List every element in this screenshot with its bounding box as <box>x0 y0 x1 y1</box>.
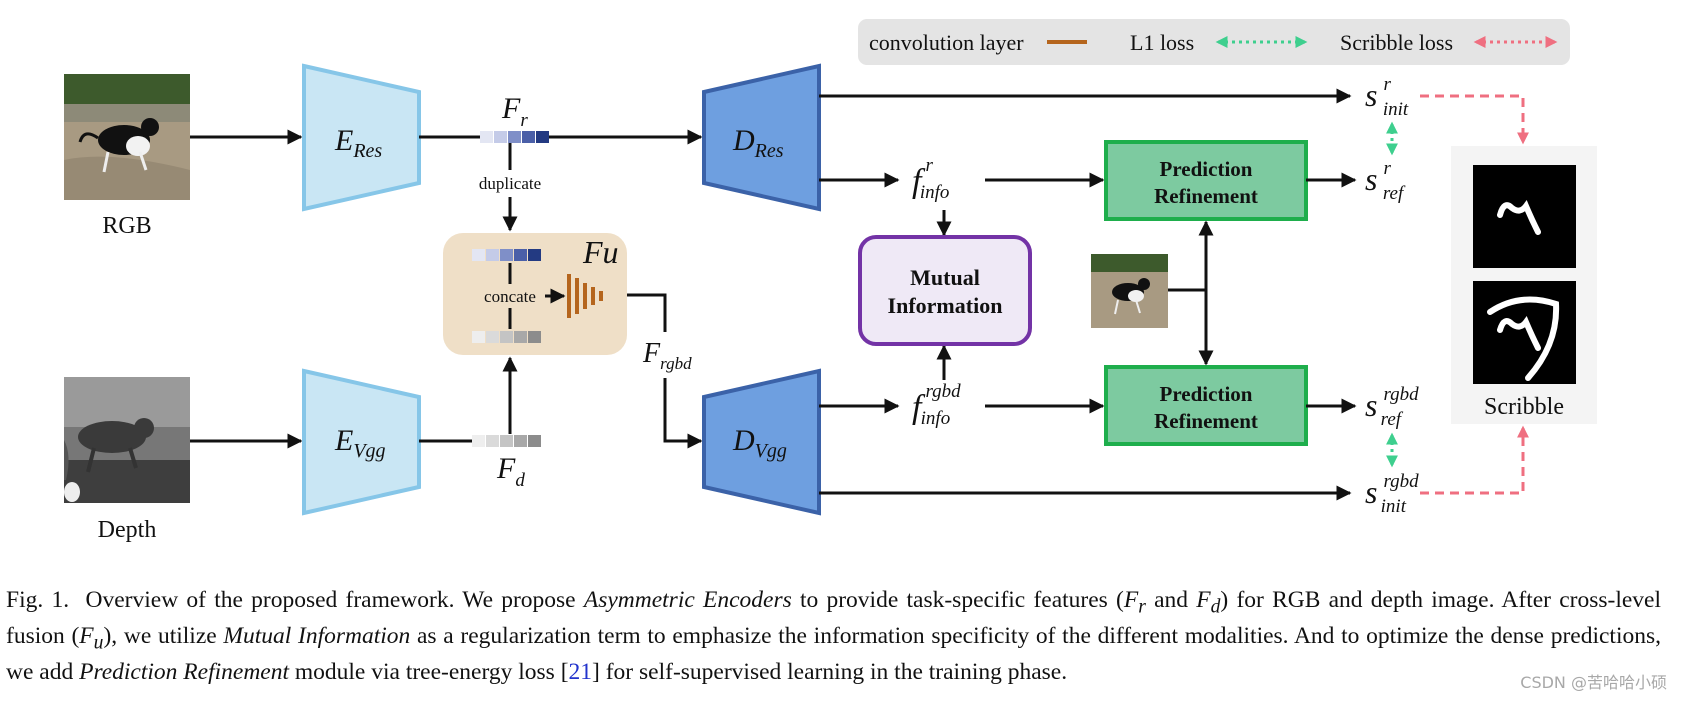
figure-caption: Fig. 1. Overview of the proposed framewo… <box>6 587 1662 686</box>
legend-conv-label: convolution layer <box>869 30 1024 55</box>
scribble-loss-arrow-bottom <box>1420 425 1529 495</box>
caption-label: Fig. 1. <box>6 587 70 613</box>
fusion-title: Fu <box>582 234 619 270</box>
svg-text:ERes: ERes <box>334 124 382 162</box>
svg-text:Refinement: Refinement <box>1154 184 1258 208</box>
legend-l1-label: L1 loss <box>1130 30 1194 55</box>
svg-text:DVgg: DVgg <box>732 424 787 462</box>
rgb-image <box>64 74 190 200</box>
legend: convolution layer L1 loss Scribble loss <box>858 19 1570 65</box>
svg-text:Mutual: Mutual <box>910 265 980 290</box>
depth-image <box>64 377 190 503</box>
svg-text:Prediction: Prediction <box>1160 382 1253 406</box>
fr-feature-vector <box>480 131 549 143</box>
fusion-rgb-vector <box>472 249 541 261</box>
scribble-panel: Scribble <box>1451 146 1597 424</box>
prediction-refinement-top: Prediction Refinement <box>1104 140 1308 221</box>
scribble-image-2 <box>1473 281 1576 384</box>
concate-label: concate <box>484 287 536 306</box>
line-fusion-out <box>627 293 667 332</box>
scribble-image-1 <box>1473 165 1576 268</box>
fusion-module: Fu concate <box>443 233 627 355</box>
duplicate-label: duplicate <box>479 174 541 193</box>
encoder-res: ERes <box>302 63 421 212</box>
svg-text:Prediction: Prediction <box>1160 157 1253 181</box>
decoder-res: DRes <box>702 63 821 212</box>
fd-feature-vector <box>472 435 541 447</box>
scribble-loss-arrow-top <box>1420 94 1529 145</box>
arrow-frgbd-to-dvgg <box>663 378 703 449</box>
conv-layers-icon <box>567 274 603 318</box>
svg-text:DRes: DRes <box>732 124 784 162</box>
fr-label: Fr <box>501 92 528 131</box>
encoder-vgg: EVgg <box>302 368 421 516</box>
decoder-vgg: DVgg <box>702 368 821 516</box>
mutual-information-box: Mutual Information <box>858 235 1032 346</box>
svg-text:EVgg: EVgg <box>334 424 386 462</box>
citation-link[interactable]: 21 <box>568 659 593 686</box>
fusion-depth-vector <box>472 331 541 343</box>
depth-label: Depth <box>98 517 157 543</box>
legend-scribble-label: Scribble loss <box>1340 30 1453 55</box>
scribble-label: Scribble <box>1484 394 1564 420</box>
rgb-thumbnail <box>1091 254 1168 328</box>
prediction-refinement-bottom: Prediction Refinement <box>1104 365 1308 446</box>
rgb-label: RGB <box>102 213 151 239</box>
frgbd-label: Frgbd <box>642 338 692 373</box>
fd-label: Fd <box>496 452 525 491</box>
framework-diagram: convolution layer L1 loss Scribble loss … <box>64 19 1597 543</box>
svg-text:Refinement: Refinement <box>1154 409 1258 433</box>
svg-text:Information: Information <box>888 293 1003 318</box>
watermark: CSDN @苦哈哈小硕 <box>1520 673 1667 692</box>
